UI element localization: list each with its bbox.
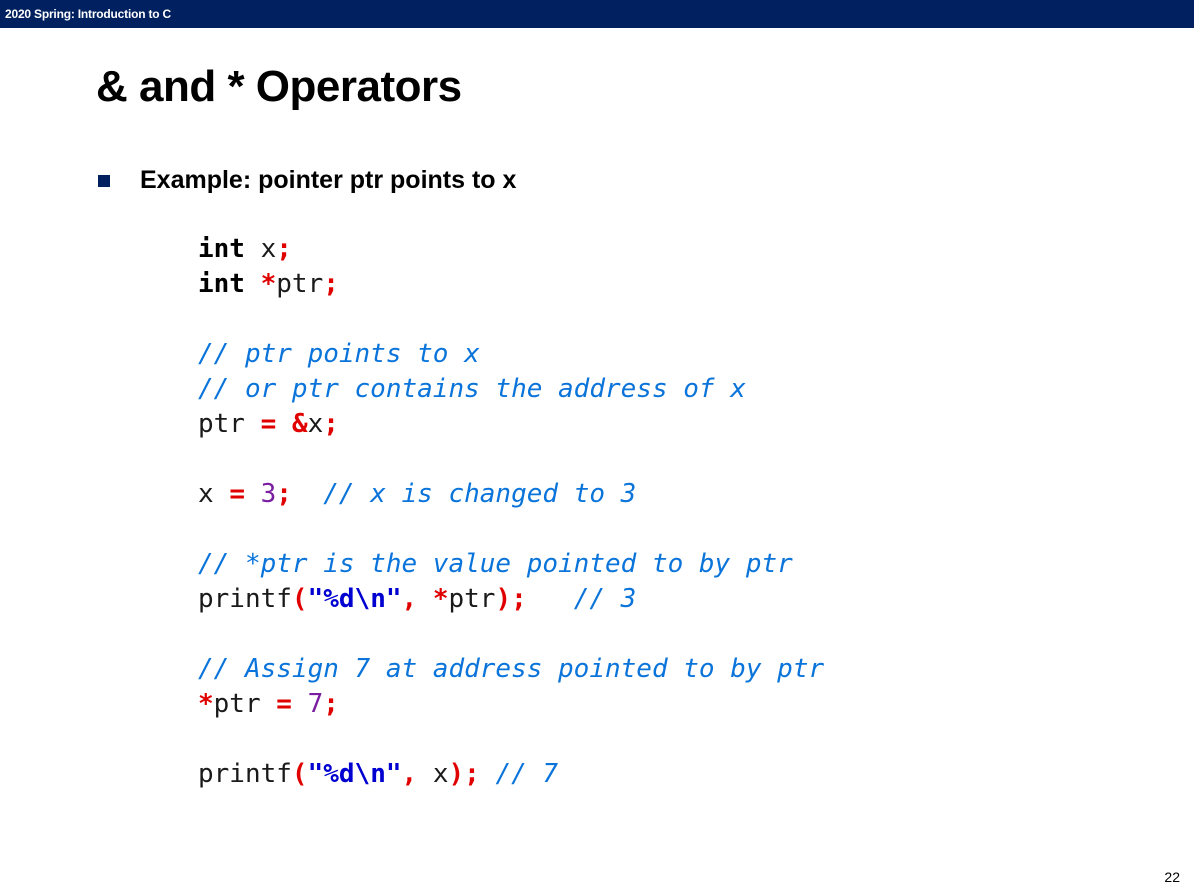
semicolon-token: ; [323, 269, 339, 299]
space-token [292, 479, 323, 509]
inline-comment-token: // 7 [495, 759, 559, 789]
semicolon-token: ; [511, 584, 527, 614]
space-token [245, 479, 261, 509]
paren-token: ) [448, 759, 465, 789]
identifier-token: x [198, 479, 230, 509]
assign-operator-token: = [229, 479, 245, 509]
paren-token: ( [291, 584, 308, 614]
function-token: printf [198, 759, 292, 789]
space-token [245, 269, 261, 299]
code-blank-line [198, 512, 824, 547]
deref-operator-token: * [432, 584, 449, 614]
slide-title: & and * Operators [96, 62, 462, 111]
code-line-printf-x: printf("%d\n", x); // 7 [198, 757, 824, 792]
bullet-point: Example: pointer ptr points to x [98, 166, 516, 195]
code-line-assign-address: ptr = &x; [198, 407, 824, 442]
code-blank-line [198, 302, 824, 337]
paren-token: ( [291, 759, 308, 789]
code-line-assign-deref: *ptr = 7; [198, 687, 824, 722]
code-example: int x; int *ptr; // ptr points to x // o… [198, 232, 824, 792]
deref-operator-token: * [260, 269, 277, 299]
space-token [417, 584, 433, 614]
semicolon-token: ; [323, 689, 339, 719]
identifier-token: x [244, 234, 277, 264]
address-operator-token: & [291, 409, 308, 439]
identifier-token: ptr [198, 409, 261, 439]
identifier-token: x [307, 409, 324, 439]
identifier-token: ptr [276, 269, 324, 299]
code-comment-line: // or ptr contains the address of x [198, 374, 746, 404]
identifier-token: ptr [448, 584, 496, 614]
code-comment-line: // *ptr is the value pointed to by ptr [198, 549, 793, 579]
code-blank-line [198, 722, 824, 757]
code-blank-line [198, 442, 824, 477]
comma-token: , [401, 759, 418, 789]
string-token: "%d\n" [307, 759, 402, 789]
number-token: 3 [260, 479, 277, 509]
inline-comment-token: // x is changed to 3 [323, 479, 637, 509]
code-blank-line [198, 617, 824, 652]
semicolon-token: ; [464, 759, 480, 789]
code-line-1: int x; [198, 232, 824, 267]
assign-operator-token: = [276, 689, 292, 719]
comma-token: , [401, 584, 418, 614]
inline-comment-token: // 3 [573, 584, 637, 614]
assign-operator-token: = [260, 409, 277, 439]
space-token [417, 759, 433, 789]
bullet-text: Example: pointer ptr points to x [140, 166, 517, 194]
space-token [292, 689, 308, 719]
space-token [276, 409, 292, 439]
space-token [480, 759, 496, 789]
code-comment-line: // Assign 7 at address pointed to by ptr [198, 654, 825, 684]
code-comment-line: // ptr points to x [198, 339, 480, 369]
code-line-printf-ptr: printf("%d\n", *ptr); // 3 [198, 582, 824, 617]
page-number: 22 [1164, 869, 1180, 885]
code-line-assign-x: x = 3; // x is changed to 3 [198, 477, 824, 512]
code-line-2: int *ptr; [198, 267, 824, 302]
identifier-token: ptr [213, 689, 277, 719]
paren-token: ) [495, 584, 512, 614]
space-token [527, 584, 574, 614]
string-token: "%d\n" [307, 584, 402, 614]
keyword-token: int [198, 234, 245, 264]
function-token: printf [198, 584, 292, 614]
course-header-bar: 2020 Spring: Introduction to C [0, 0, 1194, 28]
semicolon-token: ; [276, 479, 292, 509]
deref-operator-token: * [198, 689, 214, 719]
identifier-token: x [432, 759, 449, 789]
semicolon-token: ; [276, 234, 292, 264]
course-title: 2020 Spring: Introduction to C [5, 7, 172, 21]
number-token: 7 [307, 689, 324, 719]
keyword-token: int [198, 269, 245, 299]
semicolon-token: ; [323, 409, 339, 439]
square-bullet-icon [98, 174, 110, 187]
